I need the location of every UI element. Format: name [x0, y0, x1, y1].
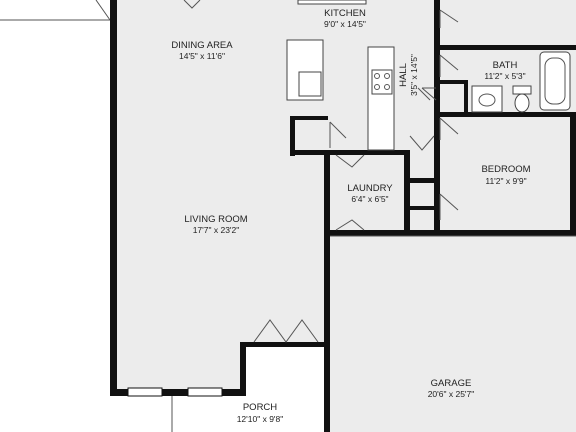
wall-pantry	[290, 116, 295, 156]
wall-laundry-east	[404, 150, 410, 236]
kitchen-dims: 9'0" x 14'5"	[324, 19, 366, 29]
door-bedroom	[439, 117, 459, 140]
door-bedroom-closet	[439, 193, 459, 220]
wall-bedroom-east	[570, 116, 576, 232]
wall-pantry-top	[290, 116, 328, 120]
wall-hall-closet	[404, 178, 438, 183]
kitchen-counter-top	[297, 0, 367, 5]
wall-garage-top	[324, 230, 576, 236]
bedroom-label: BEDROOM	[481, 164, 530, 175]
door-hall-closet	[421, 87, 437, 101]
living-dims: 17'7" x 23'2"	[193, 225, 240, 235]
living-label: LIVING ROOM	[184, 214, 247, 225]
wall-porch-top	[240, 342, 330, 347]
dining-dims: 14'5" x 11'6"	[179, 51, 225, 61]
wall-laundry-top	[290, 150, 408, 155]
bath-label: BATH	[493, 60, 518, 71]
door-bath	[439, 54, 459, 77]
porch-label: PORCH	[243, 402, 277, 413]
garage-label: GARAGE	[431, 378, 472, 389]
porch-dims: 12'10" x 9'8"	[237, 414, 284, 424]
laundry-dims: 6'4" x 6'5"	[351, 194, 388, 204]
hall-dims: 3'5" x 14'5"	[409, 54, 419, 96]
garage-floor	[330, 232, 576, 432]
door-top-living	[183, 0, 201, 9]
door-hall-lower	[409, 135, 435, 151]
garage-dims: 20'6" x 25'7"	[428, 389, 475, 399]
kitchen-counter-east	[367, 46, 395, 151]
hall-label: HALL	[398, 63, 409, 87]
door-laundry	[335, 154, 365, 168]
laundry-label: LAUNDRY	[347, 183, 393, 194]
wall-west	[110, 0, 117, 396]
door-laundry-garage	[335, 219, 365, 231]
dining-label: DINING AREA	[171, 40, 233, 51]
kitchen-label: KITCHEN	[324, 8, 366, 19]
window-living-1	[127, 387, 163, 397]
door-hall-top	[439, 9, 459, 28]
wall-hall-east	[434, 0, 440, 236]
bath-dims: 11'2" x 5'3"	[484, 71, 525, 81]
wall-porch-west	[240, 342, 246, 396]
door-porch	[253, 319, 319, 343]
wall-south-living	[110, 389, 246, 396]
porch-floor	[242, 345, 330, 432]
wall-bath-top	[434, 45, 576, 50]
wall-hall-closet2	[404, 206, 438, 210]
bathtub-icon	[539, 51, 571, 111]
bedroom-dims: 11'2" x 9'9"	[485, 176, 526, 186]
stove-icon	[371, 69, 393, 95]
wall-hall-closet-box2	[464, 80, 468, 114]
wall-hall-closet-box	[440, 80, 468, 84]
door-pantry	[329, 121, 347, 148]
wall-living-east	[324, 150, 330, 432]
vanity-icon	[471, 85, 503, 113]
toilet-icon	[512, 85, 532, 95]
wall-bath-bottom	[434, 112, 576, 117]
sink-icon	[298, 71, 322, 97]
door-hall-left	[417, 87, 431, 101]
window-living-2	[187, 387, 223, 397]
